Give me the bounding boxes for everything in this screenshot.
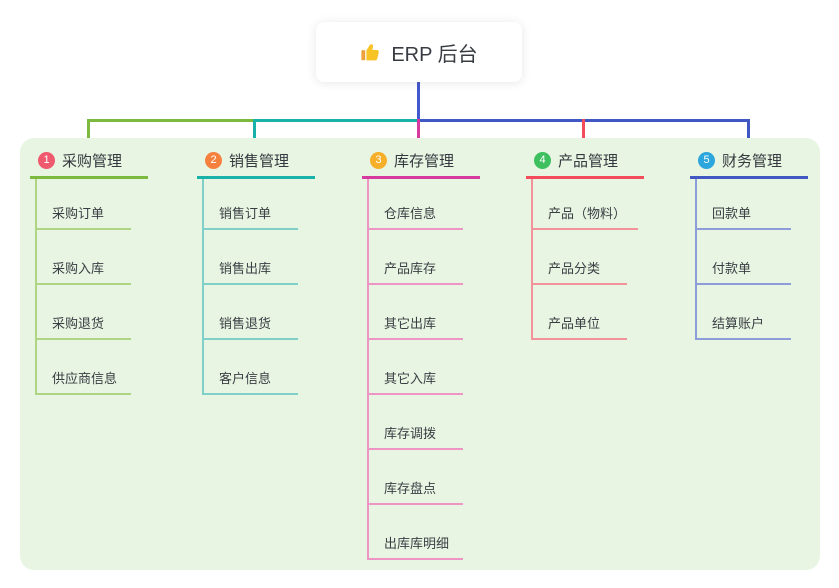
child-node[interactable]: 供应商信息 xyxy=(37,340,131,395)
branch-node-sales[interactable]: 2 销售管理 xyxy=(197,150,315,179)
branch-label: 产品管理 xyxy=(558,153,619,170)
branch-product: 4 产品管理 产品（物料） 产品分类 产品单位 xyxy=(526,150,644,340)
child-node[interactable]: 结算账户 xyxy=(697,285,791,340)
child-node[interactable]: 其它入库 xyxy=(369,340,463,395)
child-node[interactable]: 采购订单 xyxy=(37,179,131,230)
branch-node-inventory[interactable]: 3 库存管理 xyxy=(362,150,480,179)
branch-node-purchase[interactable]: 1 采购管理 xyxy=(30,150,148,179)
connector-drop-inventory xyxy=(417,119,420,146)
branch-finance: 5 财务管理 回款单 付款单 结算账户 xyxy=(690,150,808,340)
thumbs-up-icon xyxy=(360,41,382,63)
child-node[interactable]: 产品单位 xyxy=(533,285,627,340)
branch-label: 财务管理 xyxy=(722,153,783,170)
child-node[interactable]: 付款单 xyxy=(697,230,791,285)
connector-drop-product xyxy=(582,119,585,146)
root-node[interactable]: ERP 后台 xyxy=(316,22,522,82)
child-node[interactable]: 库存调拨 xyxy=(369,395,463,450)
branch-number-badge: 1 xyxy=(38,152,55,169)
branch-children: 销售订单 销售出库 销售退货 客户信息 xyxy=(202,179,298,395)
branch-label: 采购管理 xyxy=(62,153,123,170)
branch-children: 采购订单 采购入库 采购退货 供应商信息 xyxy=(35,179,131,395)
branch-inventory: 3 库存管理 仓库信息 产品库存 其它出库 其它入库 库存调拨 库存盘点 出库库… xyxy=(362,150,480,560)
branch-sales: 2 销售管理 销售订单 销售出库 销售退货 客户信息 xyxy=(197,150,315,395)
child-node[interactable]: 产品库存 xyxy=(369,230,463,285)
branch-node-finance[interactable]: 5 财务管理 xyxy=(690,150,808,179)
child-node[interactable]: 产品（物料） xyxy=(533,179,639,230)
child-node[interactable]: 采购入库 xyxy=(37,230,131,285)
child-node[interactable]: 其它出库 xyxy=(369,285,463,340)
connector-bus-sales xyxy=(253,119,419,122)
branch-number-badge: 3 xyxy=(370,152,387,169)
connector-root-drop xyxy=(417,82,420,122)
branch-children: 回款单 付款单 结算账户 xyxy=(695,179,791,340)
child-node[interactable]: 产品分类 xyxy=(533,230,627,285)
branch-label: 库存管理 xyxy=(394,153,455,170)
branch-label: 销售管理 xyxy=(229,153,290,170)
child-node[interactable]: 出库库明细 xyxy=(369,505,463,560)
child-node[interactable]: 回款单 xyxy=(697,179,791,230)
child-node[interactable]: 仓库信息 xyxy=(369,179,463,230)
connector-bus-purchase xyxy=(87,119,255,122)
child-node[interactable]: 销售订单 xyxy=(204,179,298,230)
child-node[interactable]: 销售出库 xyxy=(204,230,298,285)
root-title: ERP 后台 xyxy=(391,43,478,66)
branch-node-product[interactable]: 4 产品管理 xyxy=(526,150,644,179)
connector-drop-sales xyxy=(253,119,256,146)
child-node[interactable]: 销售退货 xyxy=(204,285,298,340)
branch-number-badge: 5 xyxy=(698,152,715,169)
connector-drop-purchase xyxy=(87,119,90,146)
branch-children: 仓库信息 产品库存 其它出库 其它入库 库存调拨 库存盘点 出库库明细 xyxy=(367,179,463,560)
connector-drop-finance xyxy=(747,119,750,146)
child-node[interactable]: 客户信息 xyxy=(204,340,298,395)
child-node[interactable]: 库存盘点 xyxy=(369,450,463,505)
branch-children: 产品（物料） 产品分类 产品单位 xyxy=(531,179,639,340)
branch-number-badge: 2 xyxy=(205,152,222,169)
child-node[interactable]: 采购退货 xyxy=(37,285,131,340)
branch-number-badge: 4 xyxy=(534,152,551,169)
branch-purchase: 1 采购管理 采购订单 采购入库 采购退货 供应商信息 xyxy=(30,150,148,395)
group-panel: 1 采购管理 采购订单 采购入库 采购退货 供应商信息 2 销售管理 销售订单 … xyxy=(20,138,820,570)
